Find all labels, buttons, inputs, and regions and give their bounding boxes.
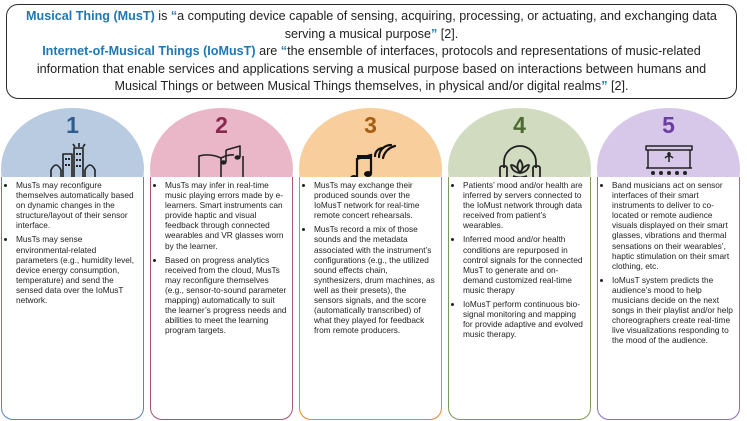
iomust-definition-text: the ensemble of interfaces, protocols an… [36, 44, 707, 93]
card-3-bullet: MusTs may exchange their produced sounds… [314, 180, 437, 220]
card-3-bullet: MusTs record a mix of those sounds and t… [314, 224, 437, 335]
card-1-bullet: MusTs may sense environmental-related pa… [16, 234, 139, 305]
card-4-bullet: IoMusT perform continuous bio-signal mon… [463, 299, 586, 339]
use-case-card-1: 1 MusTs may reconfigure themselves autom… [1, 108, 144, 420]
card-5-bullet: IoMusT system predicts the audience’s mo… [612, 275, 735, 346]
use-case-cards: 1 MusTs may reconfigure themselves autom… [0, 108, 747, 421]
card-2-number: 2 [215, 112, 228, 138]
must-term: Musical Thing (MusT) [26, 9, 155, 23]
use-case-card-5: 5 Band musicians act on sensor interface… [597, 108, 740, 420]
must-reference: [2]. [437, 26, 459, 41]
music-note-broadcast-icon [350, 143, 397, 181]
card-2-text: MusTs may infer in real-time music playi… [150, 177, 293, 420]
iomust-term: Internet-of-Musical Things (IoMusT) [42, 44, 256, 58]
card-4-bullet: Inferred mood and/or health conditions a… [463, 234, 586, 295]
card-2-bullet: MusTs may infer in real-time music playi… [165, 180, 288, 251]
card-3-number: 3 [364, 112, 377, 138]
card-1-number: 1 [66, 112, 79, 138]
must-definition: Musical Thing (MusT) is “a computing dev… [26, 9, 717, 41]
card-5-text: Band musicians act on sensor interfaces … [597, 177, 740, 420]
card-1-bullet: MusTs may reconfigure themselves automat… [16, 180, 139, 230]
card-5-bullet: Band musicians act on sensor interfaces … [612, 180, 735, 271]
use-case-card-2: 2 MusTs may infer in real-time music pla… [150, 108, 293, 420]
use-case-card-4: 4 Patients’ mood and/or health are infer… [448, 108, 591, 420]
card-1-text: MusTs may reconfigure themselves automat… [1, 177, 144, 420]
iomust-reference: [2]. [607, 79, 629, 93]
card-5-number: 5 [662, 112, 675, 138]
use-case-card-3: 3 MusTs may exchange their produced soun… [299, 108, 442, 420]
card-4-text: Patients’ mood and/or health are inferre… [448, 177, 591, 420]
card-4-bullet: Patients’ mood and/or health are inferre… [463, 180, 586, 230]
iomust-definition: Internet-of-Musical Things (IoMusT) are … [36, 44, 707, 93]
card-3-text: MusTs may exchange their produced sounds… [299, 177, 442, 420]
card-4-number: 4 [513, 112, 526, 138]
card-2-bullet: Based on progress analytics received fro… [165, 255, 288, 336]
must-definition-text: a computing device capable of sensing, a… [177, 9, 717, 41]
definitions-box: Musical Thing (MusT) is “a computing dev… [6, 4, 737, 99]
